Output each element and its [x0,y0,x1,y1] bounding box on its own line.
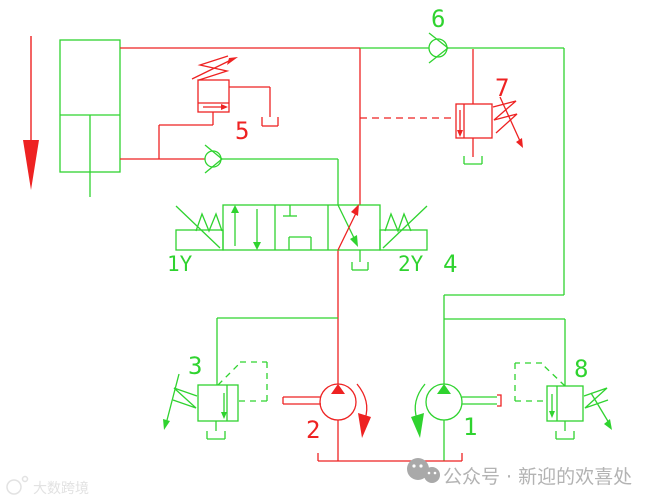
label-pump-2: 2 [306,416,320,444]
label-valve-3: 3 [188,352,202,380]
pilot-valve-7 [455,96,523,148]
reservoir-line [317,453,463,462]
relief-valve-8-pilot-dashed [514,362,566,402]
active-flow-path [337,204,359,251]
label-solenoid-1y: 1Y [167,252,193,276]
label-pump-1: 1 [463,413,477,441]
hydraulic-cylinder [59,39,121,197]
relief-valve-8 [546,385,612,440]
tank-symbol-valve5 [261,117,279,127]
tank-symbol-valve7 [463,156,483,165]
platform-logo-icon [6,475,29,495]
label-valve-4: 4 [443,250,457,278]
wechat-icon [407,458,440,483]
relief-valve-3-pilot-dashed [217,361,268,402]
check-valve-6-icon [428,32,449,64]
label-solenoid-2y: 2Y [398,252,424,276]
green-lines [216,47,566,461]
label-valve-6: 6 [431,5,445,33]
pump-1 [411,383,497,438]
relief-valve-3 [163,373,239,440]
directional-valve-4 [175,204,428,271]
label-valve-8: 8 [574,355,588,383]
watermark-wechat-text: 公众号 · 新迎的欢喜处 [443,466,632,488]
label-valve-7: 7 [495,74,509,102]
relief-valve-5 [191,55,238,113]
red-pressure-lines [120,47,474,461]
check-valve-lower-icon [204,144,223,174]
pump-2 [282,383,371,438]
watermark-platform-text: 大数跨境 [33,481,89,497]
pump-1-shaft-cap [497,394,502,407]
label-valve-5: 5 [235,117,249,145]
load-direction-arrow [23,36,39,190]
